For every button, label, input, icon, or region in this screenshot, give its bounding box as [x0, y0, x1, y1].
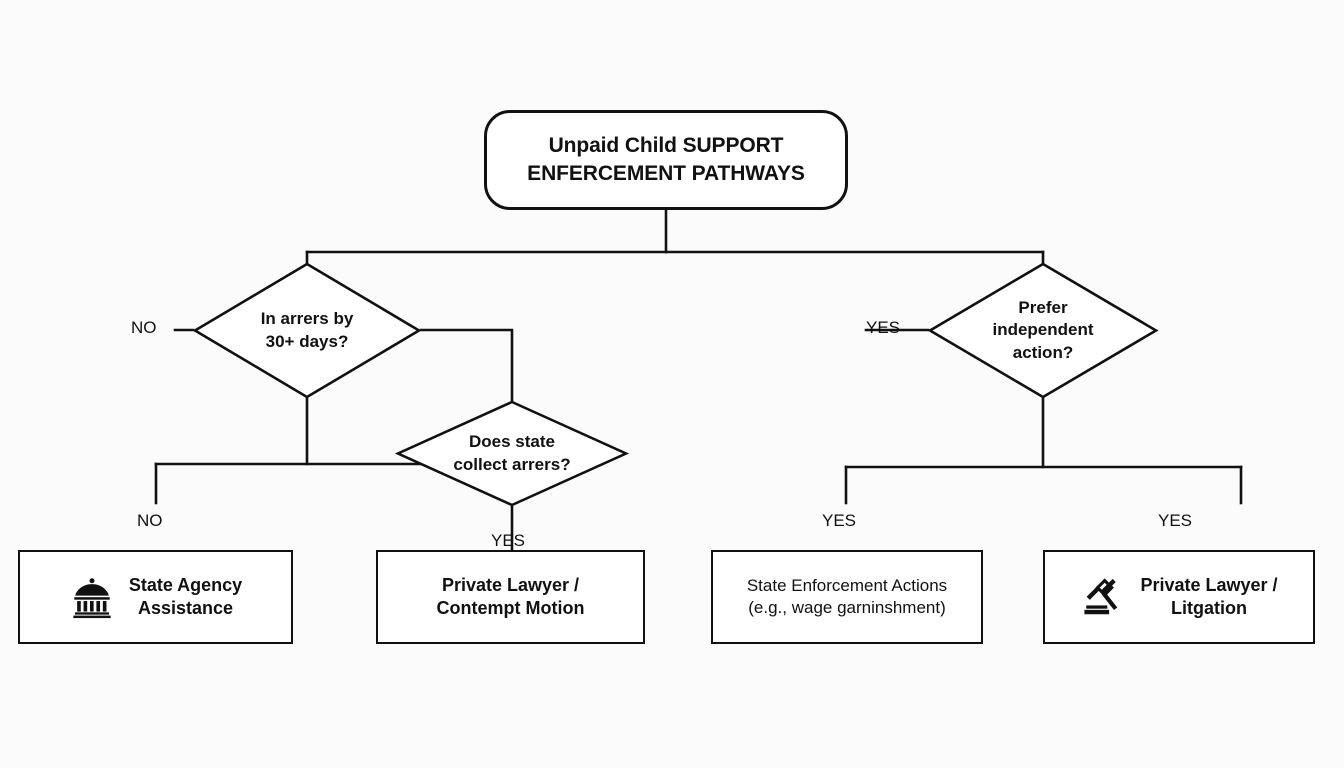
outcome-label-litigation: Private Lawyer / Litgation: [1140, 574, 1277, 621]
outcome-label-contempt-motion: Private Lawyer / Contempt Motion: [437, 574, 585, 621]
outcome-label-state-enforcement: State Enforcement Actions (e.g., wage ga…: [747, 575, 947, 619]
decision-node-prefer-independent: Prefer independent action?: [927, 262, 1159, 399]
edge-label-yes-prefer: YES: [866, 318, 901, 337]
edge-label-yes-state-enforcement: YES: [822, 511, 857, 530]
edge-label-yes-contempt: YES: [491, 531, 526, 550]
outcome-node-litigation: Private Lawyer / Litgation: [1043, 550, 1315, 644]
outcome-litigation-line-1: Private Lawyer /: [1140, 574, 1278, 595]
flowchart-title-node: Unpaid Child SUPPORT ENFERCEMENT PATHWAY…: [484, 110, 848, 210]
page-title: Unpaid Child SUPPORT ENFERCEMENT PATHWAY…: [527, 132, 805, 187]
outcome-state-agency-line-2: Assistance: [137, 598, 234, 618]
outcome-node-contempt-motion: Private Lawyer / Contempt Motion: [376, 550, 645, 644]
decision-node-arrears: In arrers by 30+ days?: [192, 262, 422, 399]
outcome-contempt-line-1: Private Lawyer /: [441, 574, 580, 595]
decision-node-state-collect: Does state collect arrers?: [394, 400, 630, 507]
edge-arrears-to-collect: [419, 328, 514, 402]
outcome-state-enforcement-line-1: State Enforcement Actions: [746, 575, 948, 595]
edge-label-no-arrears: NO: [131, 318, 157, 337]
diamond-shape-icon: [192, 262, 422, 399]
title-line-2: ENFERCEMENT PATHWAYS: [527, 162, 805, 185]
outcome-contempt-line-2: Contempt Motion: [436, 598, 585, 618]
edge-label-no-state-agency: NO: [137, 511, 163, 530]
outcome-label-state-agency: State Agency Assistance: [129, 574, 242, 621]
title-line-1: Unpaid Child SUPPORT: [548, 134, 784, 158]
diamond-shape-icon: [394, 400, 630, 507]
outcome-state-enforcement-line-2: (e.g., wage garninshment): [748, 598, 946, 617]
outcome-node-state-agency: State Agency Assistance: [18, 550, 293, 644]
outcome-node-state-enforcement: State Enforcement Actions (e.g., wage ga…: [711, 550, 983, 644]
edge-label-yes-litigation: YES: [1158, 511, 1193, 530]
gavel-icon: [1084, 578, 1118, 615]
diamond-shape-icon: [927, 262, 1159, 399]
outcome-state-agency-line-1: State Agency: [128, 574, 243, 595]
government-building-icon: [73, 578, 111, 619]
outcome-litigation-line-2: Litgation: [1171, 598, 1247, 618]
